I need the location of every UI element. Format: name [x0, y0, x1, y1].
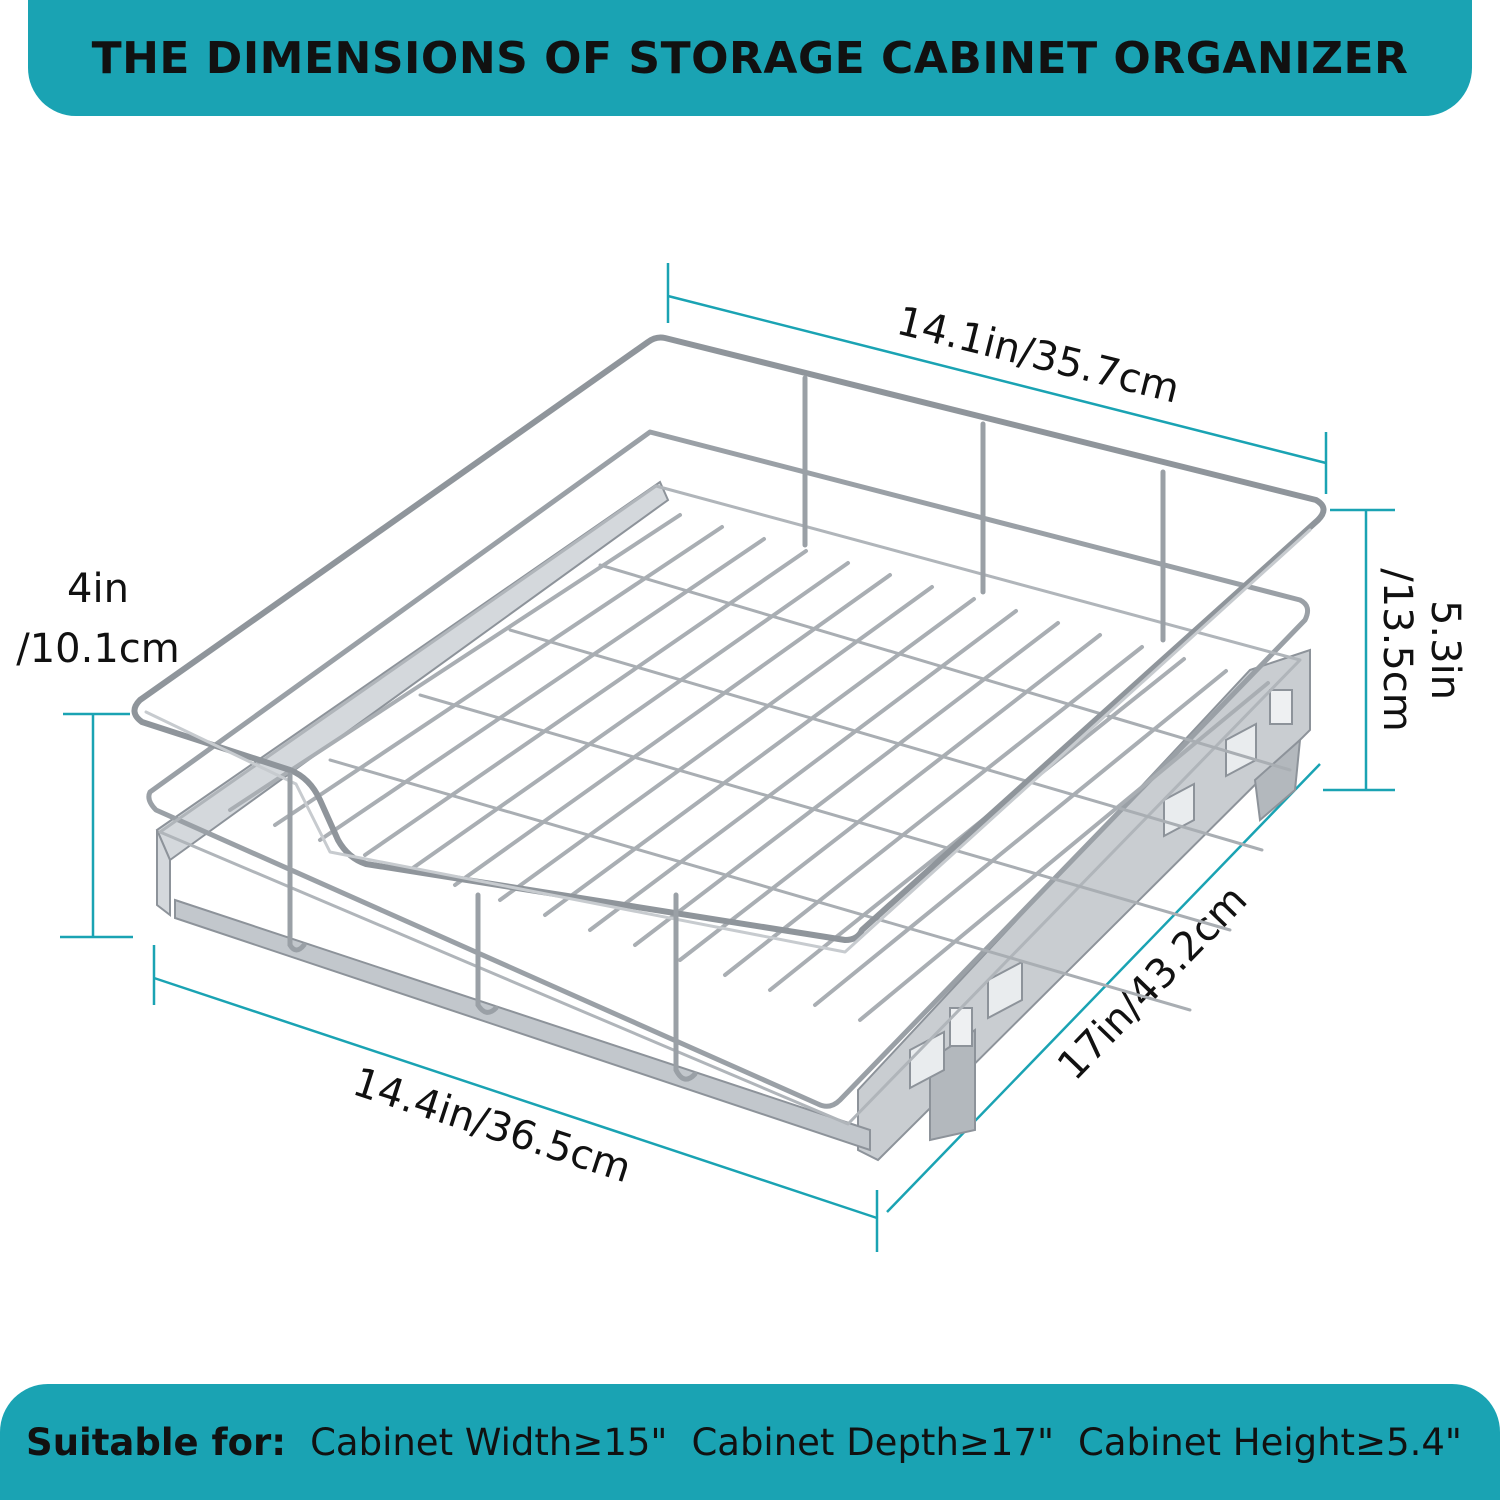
right-slide-rail: [857, 648, 1311, 1162]
basket-floor-grid: [228, 513, 1292, 1022]
page-title: THE DIMENSIONS OF STORAGE CABINET ORGANI…: [91, 32, 1409, 84]
basket-height-label-line1: 4in: [67, 566, 129, 612]
footer-banner: Suitable for: Cabinet Width≥15" Cabinet …: [0, 1384, 1500, 1500]
top-width-label: 14.1in/35.7cm: [892, 298, 1184, 413]
total-height-label-line2: /13.5cm: [1374, 568, 1420, 732]
wire-basket-icon: [131, 334, 1327, 1162]
cabinet-height-requirement: Cabinet Height≥5.4": [1078, 1420, 1462, 1464]
cabinet-width-requirement: Cabinet Width≥15": [310, 1420, 668, 1464]
cabinet-depth-requirement: Cabinet Depth≥17": [691, 1420, 1054, 1464]
header-banner: THE DIMENSIONS OF STORAGE CABINET ORGANI…: [28, 0, 1472, 116]
total-height-label-line1: 5.3in: [1422, 600, 1468, 700]
suitable-for-label: Suitable for:: [26, 1420, 287, 1464]
dimension-lines: [60, 263, 1395, 1252]
basket-height-label-line2: /10.1cm: [16, 626, 180, 672]
bottom-width-label: 14.4in/36.5cm: [347, 1059, 636, 1192]
